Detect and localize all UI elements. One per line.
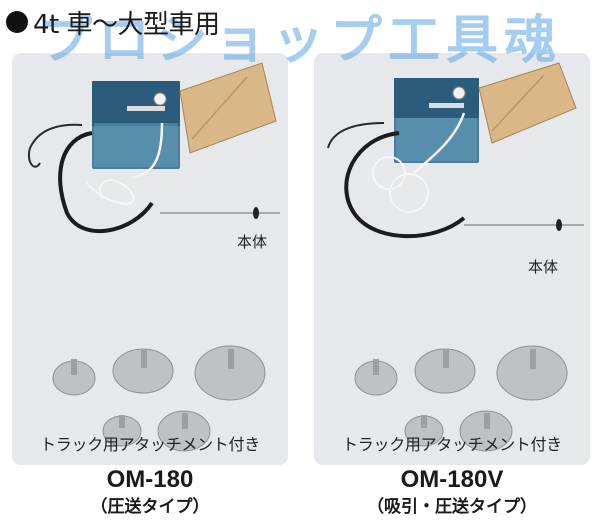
body-label: 本体	[528, 258, 559, 276]
model-type: （吸引・圧送タイプ）	[367, 497, 537, 517]
bullet-icon	[6, 11, 28, 33]
model-number: OM-180V	[400, 466, 504, 493]
attachment-label: トラック用アタッチメント付き	[342, 435, 562, 454]
product-panel-om-180v: 本体 トラック用アタッチメント付き	[314, 53, 590, 465]
model-type: （圧送タイプ）	[90, 497, 210, 517]
section-heading: 4t 車〜大型車用	[6, 2, 220, 42]
product-photo-om-180v	[327, 62, 584, 452]
section-title: 4t 車〜大型車用	[33, 9, 220, 40]
attachment-label: トラック用アタッチメント付き	[40, 435, 260, 454]
model-caption-om-180v: OM-180V （吸引・圧送タイプ）	[314, 466, 590, 520]
body-label: 本体	[237, 233, 268, 251]
model-caption-om-180: OM-180 （圧送タイプ）	[12, 466, 288, 520]
model-number: OM-180	[106, 466, 194, 493]
product-photo-om-180	[28, 62, 280, 452]
product-panel-om-180: 本体 トラック用アタッチメント付き	[12, 53, 288, 465]
